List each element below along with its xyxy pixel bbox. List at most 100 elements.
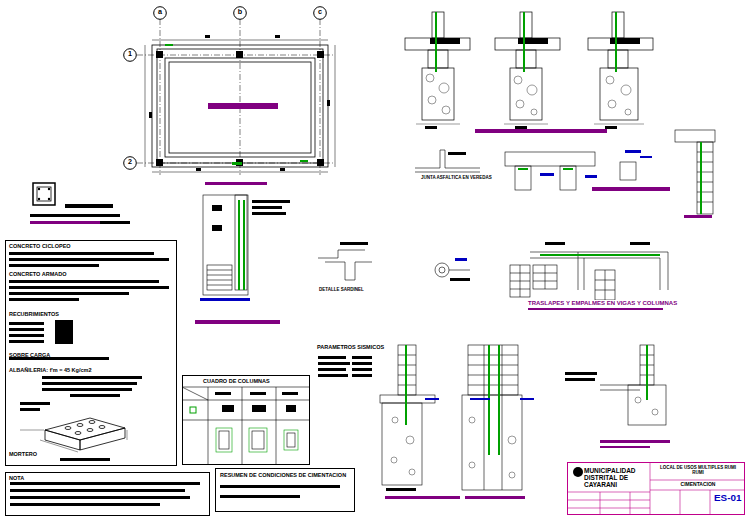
drawing-line xyxy=(207,270,232,271)
drawing-rect xyxy=(60,458,110,461)
drawing-circle xyxy=(392,417,398,423)
drawing-rect xyxy=(10,496,190,499)
drawing-rect xyxy=(200,298,250,301)
drawing-group xyxy=(318,250,372,280)
drawing-rect xyxy=(195,320,280,324)
drawing-rect xyxy=(340,242,368,245)
drawing-rect xyxy=(585,175,597,178)
drawing-group xyxy=(510,252,668,300)
drawing-line xyxy=(415,172,480,173)
drawing-rect xyxy=(327,100,330,106)
drawing-group xyxy=(505,130,715,214)
drawing-line xyxy=(468,385,518,386)
heading-text: CONCRETO CICLOPEO xyxy=(9,243,71,249)
grid-bubble: 2 xyxy=(123,156,137,170)
drawing-line xyxy=(20,430,44,431)
drawing-rect xyxy=(565,372,597,375)
drawing-rect xyxy=(318,362,350,365)
heading-text: RESUMEN DE CONDICIONES DE CIMENTACION xyxy=(220,472,346,478)
drawing-rect xyxy=(169,62,311,153)
drawing-rect xyxy=(430,38,460,44)
detail-caption: PARAMETROS SISMICOS xyxy=(316,344,385,350)
drawing-rect xyxy=(286,405,296,412)
drawing-line xyxy=(468,375,518,376)
grid-label: 2 xyxy=(123,158,137,166)
drawing-circle xyxy=(409,469,415,475)
drawing-circle xyxy=(48,188,50,190)
drawing-line xyxy=(650,480,745,481)
drawing-rect xyxy=(243,200,245,290)
heading-text: CIMENTACION xyxy=(654,482,742,488)
drawing-rect xyxy=(540,173,554,176)
drawing-rect xyxy=(219,431,229,449)
drawing-line xyxy=(520,265,521,297)
drawing-rect xyxy=(236,51,243,58)
drawing-rect xyxy=(352,362,372,365)
drawing-line xyxy=(600,492,601,515)
drawing-line xyxy=(545,265,546,289)
drawing-line xyxy=(240,19,241,175)
drawing-group xyxy=(215,392,298,412)
drawing-line xyxy=(40,440,78,452)
drawing-circle xyxy=(435,263,449,277)
heading-text: SOBRE CARGA xyxy=(9,352,50,358)
drawing-group xyxy=(415,150,480,172)
drawing-rect xyxy=(428,50,448,68)
bubble-circle xyxy=(234,7,247,20)
grid-bubble: c xyxy=(313,6,327,20)
drawing-line xyxy=(242,387,243,465)
drawing-rect xyxy=(190,407,196,413)
drawing-rect xyxy=(615,12,617,72)
drawing-rect xyxy=(249,428,267,452)
heading-text: RECUBRIMIENTOS xyxy=(9,311,59,317)
drawing-ellipse xyxy=(75,432,81,435)
drawing-rect xyxy=(9,298,79,301)
drawing-polygon xyxy=(45,418,125,440)
drawing-rect xyxy=(516,50,536,68)
drawing-rect xyxy=(515,126,527,129)
drawing-rect xyxy=(630,242,650,245)
drawing-rect xyxy=(518,38,548,44)
drawing-rect xyxy=(425,398,439,400)
specifications-box: CONCRETO CICLOPEOCONCRETO ARMADORECUBRIM… xyxy=(5,240,177,466)
drawing-line xyxy=(208,387,209,465)
drawing-rect xyxy=(528,308,663,310)
detail-caption: DETALLE SARDINEL xyxy=(318,288,365,293)
drawing-line xyxy=(484,345,485,490)
drawing-rect xyxy=(9,252,154,255)
drawing-group xyxy=(149,35,330,171)
drawing-group xyxy=(203,195,248,295)
drawing-rect xyxy=(605,126,617,129)
drawing-line xyxy=(207,280,232,281)
drawing-rect xyxy=(165,58,315,157)
drawing-rect xyxy=(435,12,437,72)
drawing-rect xyxy=(386,488,416,491)
drawing-rect xyxy=(280,168,285,171)
drawing-rect xyxy=(252,212,286,215)
heading-text: CUADRO DE COLUMNAS xyxy=(203,378,270,384)
drawing-rect xyxy=(352,374,372,377)
drawing-rect xyxy=(9,264,99,267)
drawing-line xyxy=(697,202,713,203)
drawing-line xyxy=(320,19,321,175)
grid-bubble: b xyxy=(233,6,247,20)
drawing-rect xyxy=(450,278,470,281)
drawing-rect xyxy=(610,38,640,44)
drawing-line xyxy=(578,252,579,290)
drawing-line xyxy=(594,124,644,125)
drawing-rect xyxy=(9,340,44,343)
grid-label: c xyxy=(313,8,327,16)
drawing-rect xyxy=(238,200,240,290)
drawing-line xyxy=(697,172,713,173)
drawing-rect xyxy=(165,44,173,46)
drawing-line xyxy=(182,387,310,388)
drawing-rect xyxy=(42,382,137,385)
foundation-summary-box: RESUMEN DE CONDICIONES DE CIMENTACION xyxy=(215,468,355,512)
drawing-rect xyxy=(600,68,638,120)
drawing-line xyxy=(650,490,745,491)
drawing-group xyxy=(137,19,335,175)
drawing-circle xyxy=(652,409,658,415)
drawing-line xyxy=(449,270,470,271)
drawing-rect xyxy=(30,221,100,224)
drawing-circle xyxy=(469,417,475,423)
